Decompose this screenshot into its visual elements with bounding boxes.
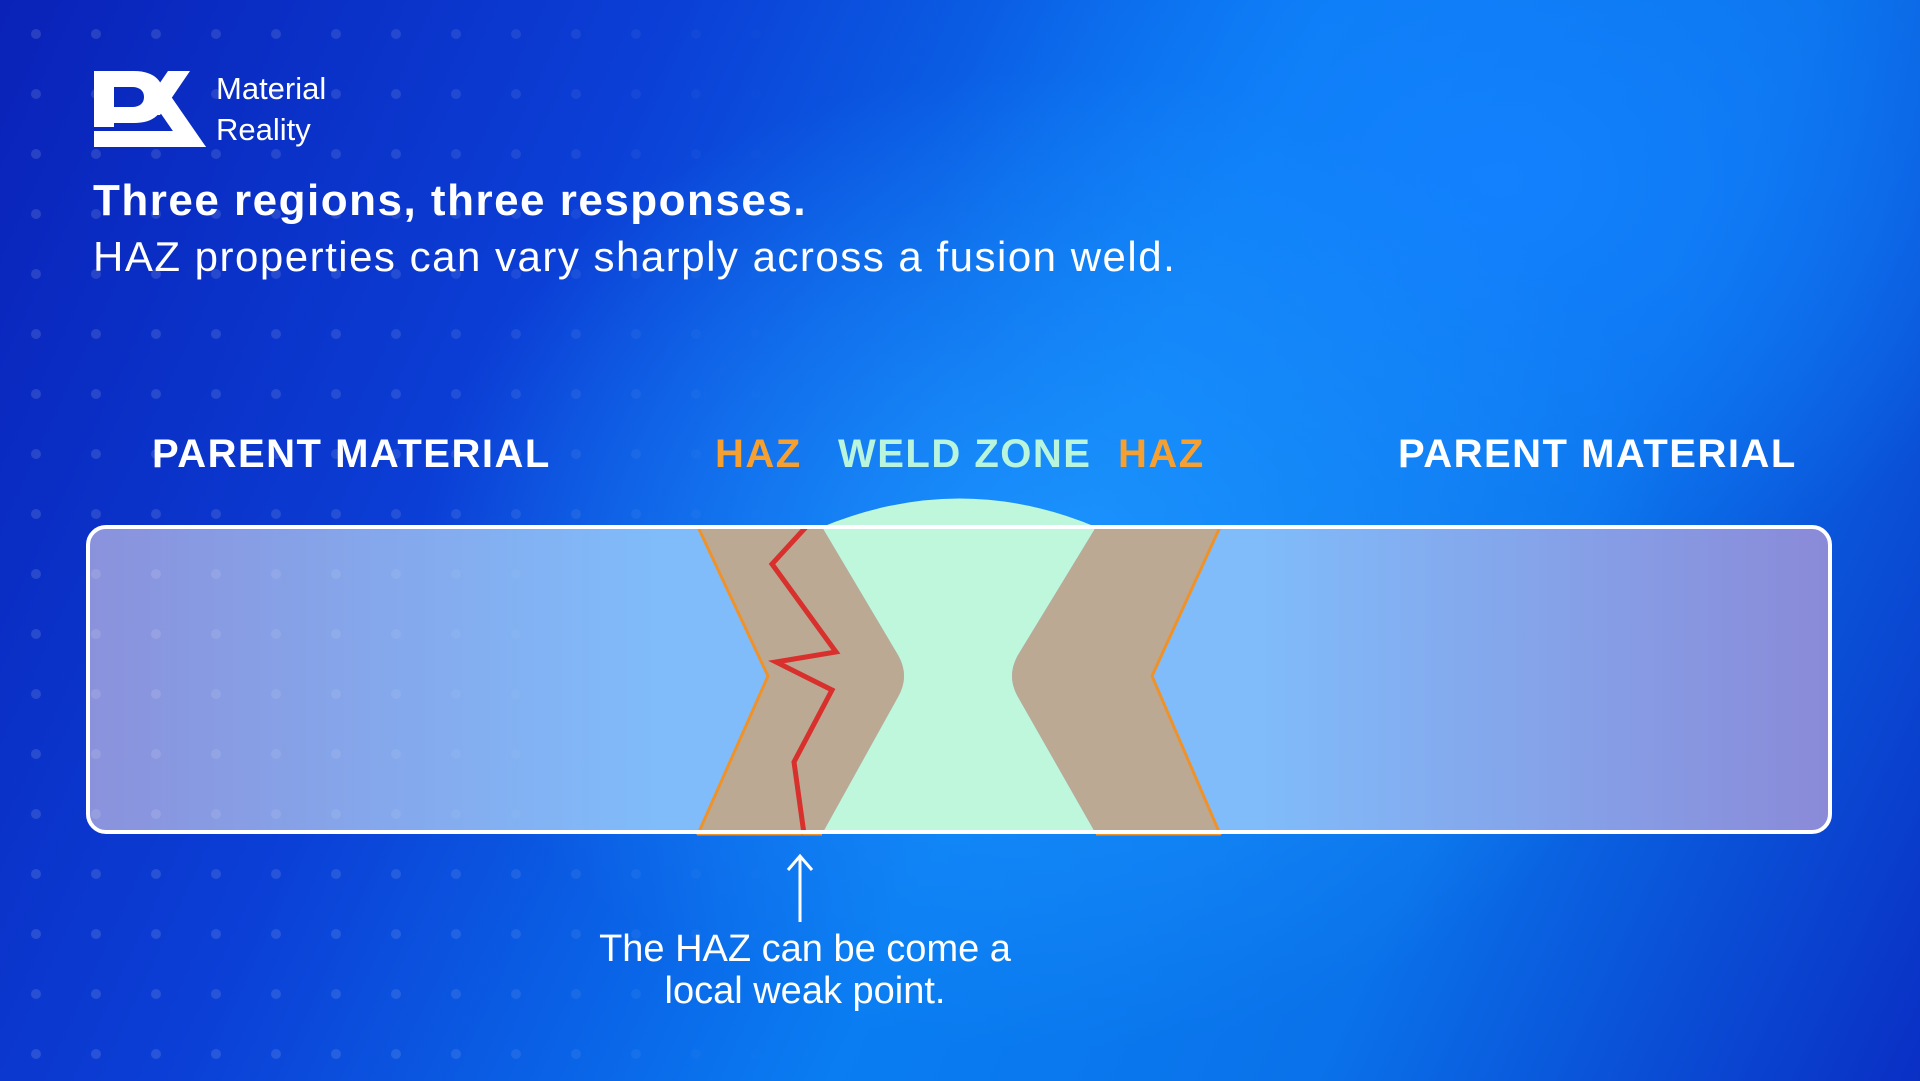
page-subtitle: HAZ properties can vary sharply across a… <box>93 233 1177 280</box>
brand-logo: Material Reality <box>94 68 326 150</box>
crack-line <box>768 525 841 835</box>
brand-name: Material Reality <box>216 68 326 150</box>
label-right-parent-material: PARENT MATERIAL <box>1398 432 1797 476</box>
right-haz-region <box>1012 527 1220 834</box>
label-right-haz: HAZ <box>1118 432 1205 476</box>
weak-point-annotation: The HAZ can be come a local weak point. <box>560 928 1050 1012</box>
brand-name-line1: Material <box>216 71 327 106</box>
label-left-parent-material: PARENT MATERIAL <box>152 432 551 476</box>
page-title: Three regions, three responses. <box>93 176 808 225</box>
label-weld-zone: WELD ZONE <box>838 432 1092 476</box>
label-left-haz: HAZ <box>715 432 802 476</box>
weld-zone-region <box>822 498 1096 834</box>
brand-name-line2: Reality <box>216 112 311 147</box>
arrow-up-icon <box>786 853 814 922</box>
annotation-line2: local weak point. <box>664 970 946 1012</box>
annotation-line1: The HAZ can be come a <box>599 928 1011 970</box>
left-haz-region <box>698 527 904 834</box>
plate-outline <box>86 525 1832 834</box>
px-logo-icon <box>94 71 206 147</box>
